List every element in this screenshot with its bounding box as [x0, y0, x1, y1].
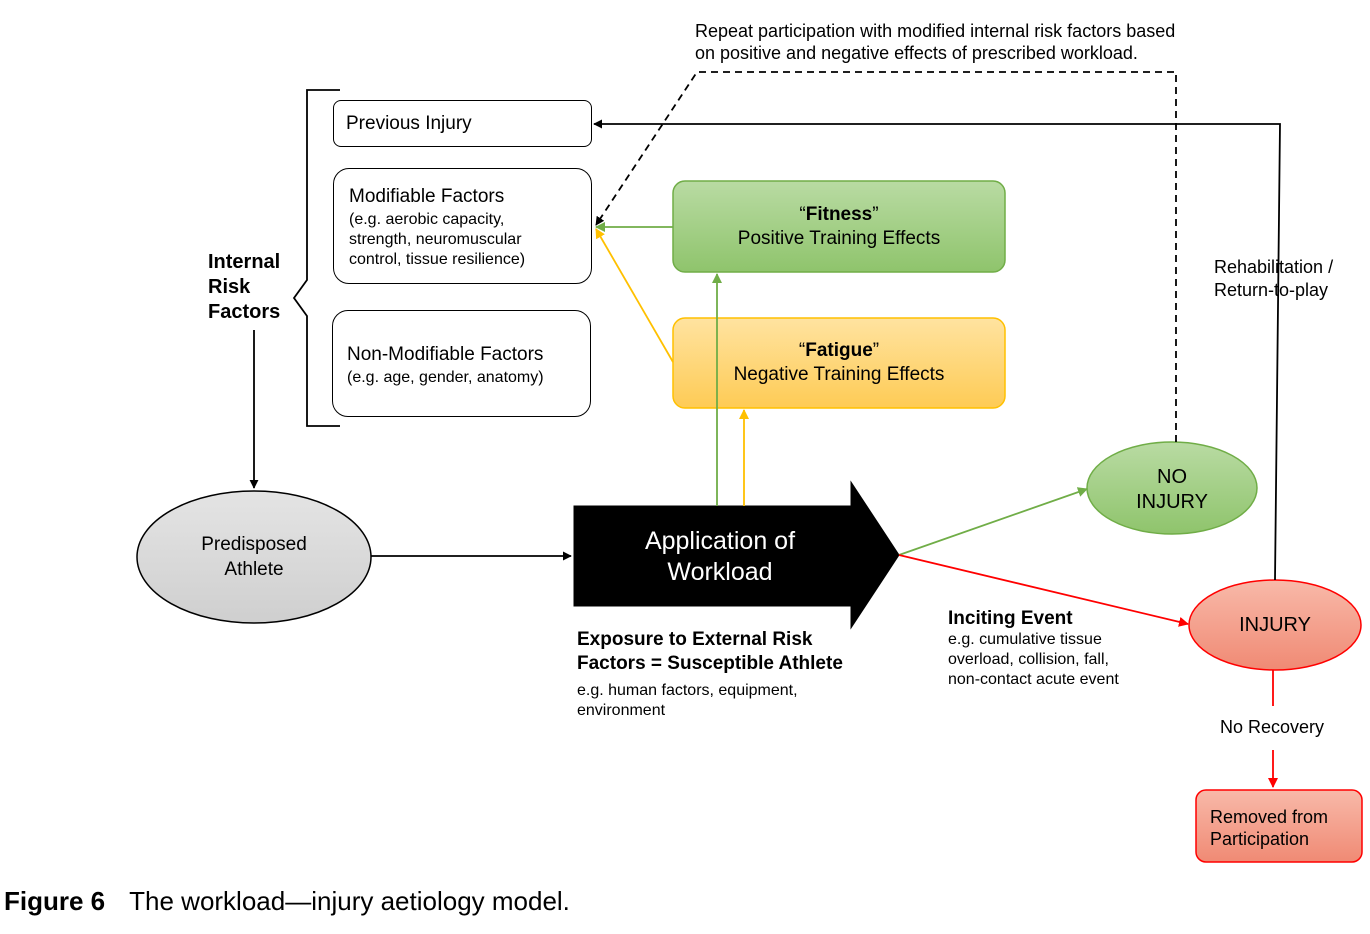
- inciting-event-line-2: overload, collision, fall,: [948, 651, 1109, 668]
- no-injury-label: NO INJURY: [1087, 465, 1257, 515]
- rehab-line-1: Rehabilitation /: [1214, 257, 1334, 277]
- exposure-example-1: e.g. human factors, equipment,: [577, 682, 798, 699]
- no-injury-line-2: INJURY: [1136, 491, 1208, 513]
- fatigue-box-shape: [672, 317, 1006, 409]
- inciting-event-title: Inciting Event: [948, 608, 1073, 629]
- fatigue-to-modifiable-arrow: [595, 228, 674, 363]
- internal-risk-line-2: Risk: [208, 276, 251, 298]
- modifiable-factors-title: Modifiable Factors: [349, 186, 505, 207]
- workload-line-2: Workload: [667, 558, 773, 586]
- fitness-title: “Fitness”: [673, 203, 1005, 227]
- injury-label: INJURY: [1239, 614, 1311, 636]
- no-recovery-label: No Recovery: [1220, 717, 1325, 737]
- fatigue-subtitle: Negative Training Effects: [733, 364, 945, 385]
- predisposed-line-1: Predisposed: [201, 534, 307, 555]
- non-modifiable-factors-title: Non-Modifiable Factors: [347, 344, 544, 365]
- figure-caption-text: The workload—injury aetiology model.: [129, 886, 570, 916]
- internal-risk-factors-label: Internal Risk Factors: [208, 250, 280, 325]
- exposure-line-2: Factors = Susceptible Athlete: [577, 653, 843, 674]
- repeat-note-line-2: on positive and negative effects of pres…: [695, 43, 1138, 63]
- inciting-event-line-3: non-contact acute event: [948, 671, 1119, 688]
- rehab-return-arrow: [593, 119, 1281, 581]
- internal-risk-line-1: Internal: [208, 251, 281, 273]
- workload-to-no-injury-arrow: [898, 487, 1088, 556]
- exposure-line-1: Exposure to External Risk: [577, 629, 813, 650]
- fatigue-title: “Fatigue”: [673, 339, 1005, 363]
- exposure-label: Exposure to External Risk Factors = Susc…: [577, 628, 843, 721]
- fitness-word: Fitness: [805, 204, 873, 225]
- workload-arrow-shape: [573, 480, 900, 630]
- repeat-note-line-1: Repeat participation with modified inter…: [695, 21, 1176, 41]
- fitness-subtitle: Positive Training Effects: [737, 228, 941, 249]
- figure-caption: Figure 6 The workload—injury aetiology mo…: [4, 886, 570, 917]
- predisposed-line-2: Athlete: [224, 559, 284, 580]
- exposure-example-2: environment: [577, 702, 666, 719]
- modifiable-factors-box: Modifiable Factors (e.g. aerobic capacit…: [333, 168, 592, 284]
- non-modifiable-factors-box: Non-Modifiable Factors (e.g. age, gender…: [332, 310, 591, 417]
- modifiable-factors-example-3: control, tissue resilience): [349, 251, 526, 268]
- internal-risk-line-3: Factors: [208, 301, 281, 323]
- fitness-box: “Fitness” Positive Training Effects: [673, 203, 1005, 251]
- modifiable-factors-example-1: (e.g. aerobic capacity,: [349, 211, 505, 228]
- rehab-label: Rehabilitation / Return-to-play: [1214, 256, 1333, 302]
- non-modifiable-factors-example: (e.g. age, gender, anatomy): [347, 369, 544, 386]
- workload-label: Application of Workload: [574, 526, 866, 588]
- fatigue-box: “Fatigue” Negative Training Effects: [673, 339, 1005, 387]
- workload-to-injury-arrow: [898, 554, 1189, 627]
- fatigue-open-quote: “: [798, 340, 806, 361]
- removed-box-shape: [1195, 789, 1363, 863]
- figure-caption-label: Figure 6: [4, 886, 106, 916]
- removed-line-1: Removed from: [1210, 807, 1329, 827]
- previous-injury-label: Previous Injury: [346, 113, 472, 134]
- fatigue-word: Fatigue: [805, 340, 873, 361]
- no-injury-line-1: NO: [1157, 466, 1187, 488]
- repeat-participation-dashed-arrow: [595, 71, 1177, 442]
- repeat-note: Repeat participation with modified inter…: [695, 20, 1175, 64]
- fitness-close-quote: ”: [872, 204, 879, 225]
- fitness-open-quote: “: [799, 204, 806, 225]
- inciting-event-label: Inciting Event e.g. cumulative tissue ov…: [948, 607, 1119, 690]
- predisposed-athlete-ellipse: [136, 490, 372, 624]
- rehab-line-2: Return-to-play: [1214, 280, 1329, 300]
- removed-label: Removed from Participation: [1210, 806, 1328, 850]
- internal-risk-brace: [292, 89, 340, 427]
- fatigue-close-quote: ”: [872, 340, 880, 361]
- removed-line-2: Participation: [1210, 829, 1310, 849]
- previous-injury-box: Previous Injury: [333, 100, 592, 147]
- modifiable-factors-example-2: strength, neuromuscular: [349, 231, 522, 248]
- inciting-event-line-1: e.g. cumulative tissue: [948, 631, 1102, 648]
- workload-line-1: Application of: [644, 527, 796, 555]
- predisposed-athlete-label: Predisposed Athlete: [137, 532, 371, 582]
